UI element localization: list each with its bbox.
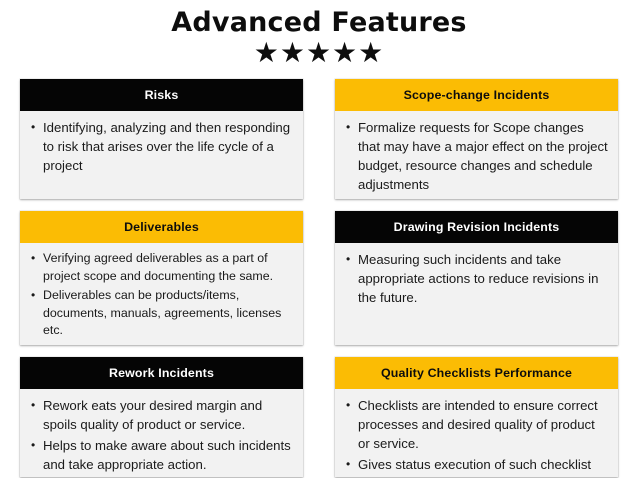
bullet-list-drawing-revision-incidents: Measuring such incidents and take approp… (345, 250, 608, 307)
bullet-list-scope-change-incidents: Formalize requests for Scope changes tha… (345, 118, 608, 194)
list-item: Identifying, analyzing and then respondi… (30, 118, 293, 175)
bullet-list-deliverables: Verifying agreed deliverables as a part … (30, 250, 293, 340)
feature-card-drawing-revision-incidents[interactable]: Drawing Revision Incidents Measuring suc… (335, 211, 618, 345)
title-block: Advanced Features ★★★★★ (0, 0, 638, 67)
page-title: Advanced Features (171, 7, 467, 38)
card-header-drawing-revision-incidents: Drawing Revision Incidents (335, 211, 618, 243)
feature-card-rework-incidents[interactable]: Rework Incidents Rework eats your desire… (20, 357, 303, 477)
card-body-deliverables: Verifying agreed deliverables as a part … (20, 243, 303, 345)
feature-card-deliverables[interactable]: Deliverables Verifying agreed deliverabl… (20, 211, 303, 345)
list-item: Gives status execution of such checklist (345, 455, 608, 474)
card-body-risks: Identifying, analyzing and then respondi… (20, 111, 303, 199)
bullet-list-rework-incidents: Rework eats your desired margin and spoi… (30, 396, 293, 474)
card-body-quality-checklists-performance: Checklists are intended to ensure correc… (335, 389, 618, 477)
card-body-scope-change-incidents: Formalize requests for Scope changes tha… (335, 111, 618, 199)
feature-card-quality-checklists-performance[interactable]: Quality Checklists Performance Checklist… (335, 357, 618, 477)
card-body-rework-incidents: Rework eats your desired margin and spoi… (20, 389, 303, 477)
feature-card-grid: Risks Identifying, analyzing and then re… (20, 79, 618, 477)
list-item: Checklists are intended to ensure correc… (345, 396, 608, 453)
card-header-scope-change-incidents: Scope-change Incidents (335, 79, 618, 111)
list-item: Measuring such incidents and take approp… (345, 250, 608, 307)
feature-card-risks[interactable]: Risks Identifying, analyzing and then re… (20, 79, 303, 199)
bullet-list-risks: Identifying, analyzing and then respondi… (30, 118, 293, 175)
card-body-drawing-revision-incidents: Measuring such incidents and take approp… (335, 243, 618, 345)
card-header-rework-incidents: Rework Incidents (20, 357, 303, 389)
list-item: Rework eats your desired margin and spoi… (30, 396, 293, 434)
list-item: Deliverables can be products/items, docu… (30, 287, 293, 340)
five-star-rating-icon: ★★★★★ (253, 35, 385, 69)
bullet-list-quality-checklists-performance: Checklists are intended to ensure correc… (345, 396, 608, 474)
list-item: Helps to make aware about such incidents… (30, 436, 293, 474)
feature-card-scope-change-incidents[interactable]: Scope-change Incidents Formalize request… (335, 79, 618, 199)
card-header-deliverables: Deliverables (20, 211, 303, 243)
list-item: Formalize requests for Scope changes tha… (345, 118, 608, 194)
card-header-risks: Risks (20, 79, 303, 111)
card-header-quality-checklists-performance: Quality Checklists Performance (335, 357, 618, 389)
list-item: Verifying agreed deliverables as a part … (30, 250, 293, 285)
